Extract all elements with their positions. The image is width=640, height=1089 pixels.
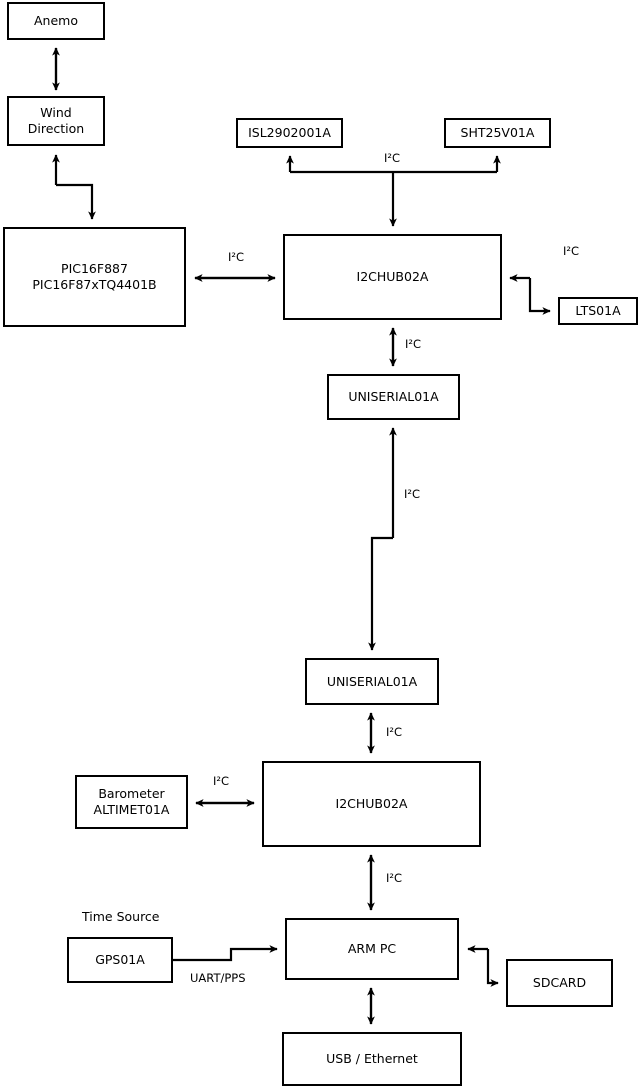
node-i2chub02a-top[interactable]: I2CHUB02A [283, 234, 502, 320]
node-uniserial01a-bottom[interactable]: UNISERIAL01A [305, 658, 439, 705]
node-usb-ethernet[interactable]: USB / Ethernet [282, 1032, 462, 1086]
edge-label-hub-lts: I²C [563, 244, 580, 258]
node-barometer-altimet01a[interactable]: Barometer ALTIMET01A [75, 775, 188, 829]
node-i2chub02a-bottom[interactable]: I2CHUB02A [262, 761, 481, 847]
label-time-source: Time Source [82, 909, 160, 924]
edge-label-barometer-hub: I²C [213, 774, 230, 788]
node-gps01a[interactable]: GPS01A [67, 937, 173, 983]
node-sdcard[interactable]: SDCARD [506, 959, 613, 1007]
edge-label-pic-hub: I²C [228, 250, 245, 264]
edge-label-uniserial-link: I²C [404, 487, 421, 501]
edge-label-hub-sensors: I²C [384, 151, 401, 165]
wire-hub-lts-out [528, 278, 551, 315]
node-wind-direction[interactable]: Wind Direction [7, 96, 105, 146]
node-isl2902001a[interactable]: ISL2902001A [236, 118, 343, 148]
wire-gps-armpc [173, 945, 278, 962]
node-arm-pc[interactable]: ARM PC [285, 918, 459, 980]
edge-label-hub-uniserial: I²C [405, 337, 422, 351]
edge-label-uniserial-hubbot: I²C [386, 725, 403, 739]
wire-uniserial-link-down [368, 536, 393, 651]
node-uniserial01a-top[interactable]: UNISERIAL01A [327, 374, 460, 420]
node-lts01a[interactable]: LTS01A [558, 297, 638, 325]
edge-label-hub-armpc: I²C [386, 871, 403, 885]
edge-label-gps-armpc: UART/PPS [190, 971, 246, 985]
node-pic-microcontroller[interactable]: PIC16F887 PIC16F87xTQ4401B [3, 227, 186, 327]
node-anemo[interactable]: Anemo [7, 2, 105, 40]
node-sht25v01a[interactable]: SHT25V01A [444, 118, 551, 148]
wire-armpc-sd-out [486, 949, 499, 987]
wire-winddir-pic-down [56, 183, 96, 220]
